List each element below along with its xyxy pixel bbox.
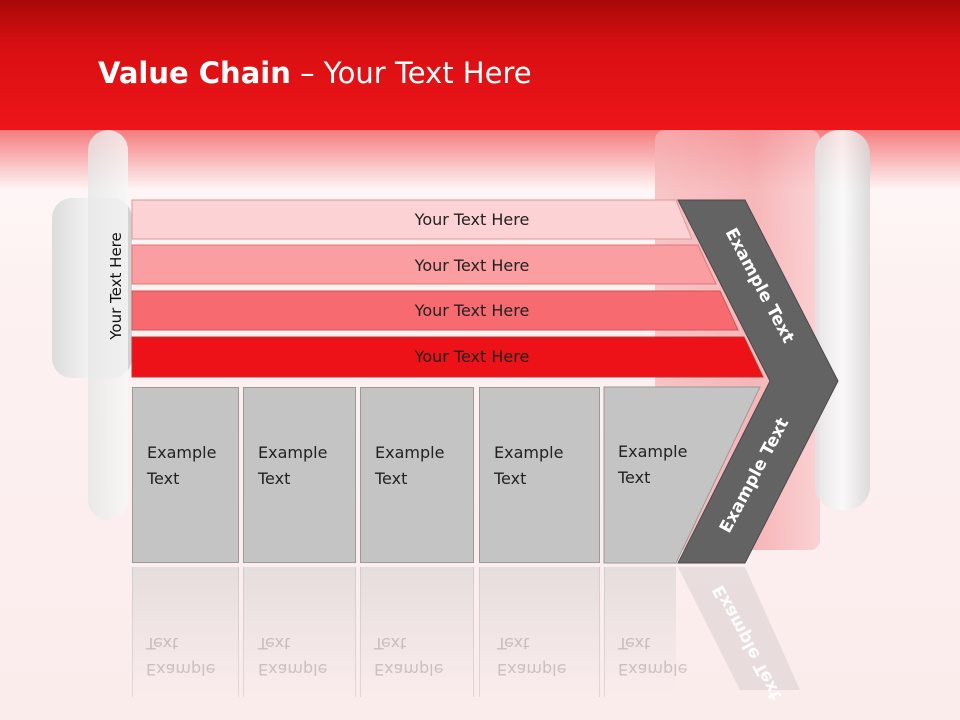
box-4-line1: Example bbox=[494, 443, 564, 462]
box-5-line2: Text bbox=[618, 468, 651, 487]
box-3-reflection bbox=[360, 567, 474, 697]
box-2-reflection-line1: Example bbox=[258, 660, 328, 679]
box-4-reflection-line2: Text bbox=[497, 634, 530, 653]
side-label: Your Text Here bbox=[107, 232, 125, 340]
band-3-label: Your Text Here bbox=[414, 300, 530, 320]
band-1-label: Your Text Here bbox=[414, 209, 530, 229]
box-4: Example Text bbox=[479, 387, 600, 563]
box-2: Example Text bbox=[243, 387, 356, 563]
box-3: Example Text bbox=[360, 387, 474, 563]
slide-title: Value Chain – Your Text Here bbox=[98, 56, 532, 90]
band-2-label: Your Text Here bbox=[414, 255, 530, 275]
box-5-reflection-line1: Example bbox=[618, 660, 688, 679]
box-2-reflection-text: Example Text bbox=[258, 630, 327, 682]
box-5-shape bbox=[603, 386, 761, 564]
box-2-reflection-line2: Text bbox=[258, 634, 291, 653]
box-4-line2: Text bbox=[494, 469, 527, 488]
background-ring-right bbox=[815, 130, 870, 510]
band-shape-3 bbox=[131, 290, 739, 331]
box-3-line2: Text bbox=[375, 469, 408, 488]
chevron-reflection bbox=[678, 567, 800, 690]
box-1-line1: Example bbox=[147, 443, 217, 462]
box-1-reflection-line1: Example bbox=[146, 660, 216, 679]
box-1: Example Text bbox=[132, 387, 239, 563]
band-4-label: Your Text Here bbox=[414, 346, 530, 366]
box-5-reflection bbox=[604, 567, 676, 697]
box-2-reflection bbox=[243, 567, 356, 697]
box-3-line1: Example bbox=[375, 443, 445, 462]
chevron-arrow bbox=[677, 199, 839, 564]
box-1-line2: Text bbox=[147, 469, 180, 488]
box-3-reflection-text: Example Text bbox=[374, 630, 443, 682]
band-2: Your Text Here bbox=[132, 246, 692, 284]
band-4: Your Text Here bbox=[132, 337, 692, 375]
box-5-line1: Example bbox=[618, 442, 688, 461]
band-3: Your Text Here bbox=[132, 291, 692, 329]
box-1-reflection bbox=[132, 567, 239, 697]
box-2-line2: Text bbox=[258, 469, 291, 488]
box-5-reflection-line2: Text bbox=[618, 634, 651, 653]
box-3-reflection-line2: Text bbox=[374, 634, 407, 653]
background-ring-left-outer bbox=[88, 130, 128, 520]
title-rest: – Your Text Here bbox=[290, 56, 532, 90]
box-5-reflection-text: Example Text bbox=[618, 630, 687, 682]
box-4-reflection-text: Example Text bbox=[497, 630, 566, 682]
band-1: Your Text Here bbox=[132, 200, 692, 238]
box-4-reflection bbox=[479, 567, 600, 697]
band-shape-2 bbox=[131, 244, 717, 285]
title-bold: Value Chain bbox=[98, 56, 291, 90]
box-1-reflection-text: Example Text bbox=[146, 630, 215, 682]
box-4-reflection-line1: Example bbox=[497, 660, 567, 679]
header-bar bbox=[0, 0, 960, 130]
band-shape-4 bbox=[131, 336, 764, 378]
band-shape-1 bbox=[131, 199, 693, 240]
box-3-reflection-line1: Example bbox=[374, 660, 444, 679]
box-2-line1: Example bbox=[258, 443, 328, 462]
box-5: Example Text bbox=[604, 387, 724, 563]
box-1-reflection-line2: Text bbox=[146, 634, 179, 653]
